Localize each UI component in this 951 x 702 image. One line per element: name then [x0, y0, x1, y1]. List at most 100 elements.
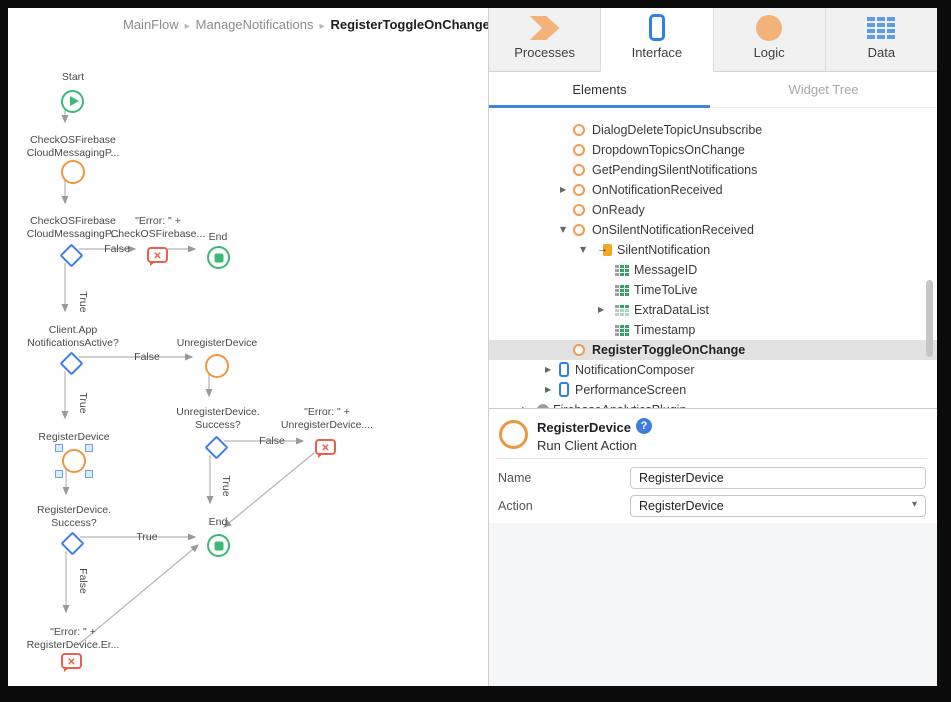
tree-item-messageid[interactable]: MessageID: [489, 260, 937, 280]
main-tabs: Processes Interface Logic Data: [489, 8, 937, 72]
edge-label-false: False: [77, 568, 89, 594]
tree-item-label: OnReady: [592, 203, 645, 217]
flow-node-end-2[interactable]: [207, 534, 230, 557]
name-field-label: Name: [498, 471, 532, 485]
plugin-icon: [537, 404, 549, 408]
chevron-down-icon: ▾: [911, 499, 917, 510]
breadcrumb-item-mainflow[interactable]: MainFlow: [123, 17, 179, 32]
stop-icon: [214, 541, 223, 550]
tab-processes[interactable]: Processes: [489, 8, 601, 72]
sub-tabs: Elements Widget Tree: [489, 72, 937, 108]
client-action-icon: [573, 224, 585, 236]
tree-item-label: DialogDeleteTopicUnsubscribe: [592, 123, 763, 137]
properties-divider: [497, 458, 927, 459]
flow-canvas: MainFlow▸ManageNotifications▸RegisterTog…: [8, 8, 490, 686]
tree-item-timetolive[interactable]: TimeToLive: [489, 280, 937, 300]
subtab-widget-tree[interactable]: Widget Tree: [788, 82, 859, 97]
client-action-icon: [573, 344, 585, 356]
panel-divider: [488, 8, 489, 686]
edge-label-true: True: [220, 475, 232, 497]
flow-node-label: "Error: " + UnregisterDevice....: [280, 406, 374, 431]
tab-data[interactable]: Data: [824, 8, 937, 72]
flow-node-start[interactable]: [61, 90, 84, 113]
tree-item-silentnotification[interactable]: ▼ → SilentNotification: [489, 240, 937, 260]
subtab-elements[interactable]: Elements: [572, 82, 627, 97]
flow-node-end-1[interactable]: [207, 246, 230, 269]
client-action-icon: [573, 184, 585, 196]
logic-circle-icon: [756, 15, 783, 41]
flow-node-checkosfirebase-action[interactable]: [61, 160, 85, 184]
client-action-icon: [499, 420, 528, 449]
edge-label-true: True: [136, 531, 158, 543]
breadcrumb: MainFlow▸ManageNotifications▸RegisterTog…: [123, 17, 490, 35]
window-frame: [937, 0, 951, 702]
breadcrumb-item-registertoggleonchange[interactable]: RegisterToggleOnChange: [330, 17, 490, 32]
tree-item-label: PerformanceScreen: [575, 383, 687, 397]
selection-handle[interactable]: [85, 470, 93, 478]
flow-node-label: End: [208, 516, 228, 528]
tree-item-performancescreen[interactable]: ▶ PerformanceScreen: [489, 380, 937, 400]
tree-item-onnotificationreceived[interactable]: ▶ OnNotificationReceived: [489, 180, 937, 200]
name-input[interactable]: [630, 467, 926, 489]
tree-item-timestamp[interactable]: Timestamp: [489, 320, 937, 340]
tree-item-label: GetPendingSilentNotifications: [592, 163, 758, 177]
client-action-icon: [573, 124, 585, 136]
tree-item-firebaseanalyticsplugin[interactable]: ▶ FirebaseAnalyticsPlugin: [489, 400, 937, 408]
tree-scrollbar-thumb[interactable]: [926, 280, 933, 357]
properties-empty-area: [489, 523, 937, 686]
x-icon: ✕: [67, 657, 76, 668]
tree-item-label: ExtraDataList: [634, 303, 710, 317]
tree-item-onsilentnotificationreceived[interactable]: ▼ OnSilentNotificationReceived: [489, 220, 937, 240]
selection-handle[interactable]: [55, 470, 63, 478]
properties-title: RegisterDevice: [537, 420, 631, 435]
expand-expanded-icon[interactable]: ▼: [580, 245, 587, 254]
help-icon[interactable]: ?: [636, 418, 652, 434]
breadcrumb-item-managenotifications[interactable]: ManageNotifications: [195, 17, 314, 32]
tree-item-onready[interactable]: OnReady: [489, 200, 937, 220]
tree-item-dropdowntopicsonchange[interactable]: DropdownTopicsOnChange: [489, 140, 937, 160]
flow-node-label: CheckOSFirebase CloudMessagingP...: [26, 215, 120, 240]
expand-collapsed-icon[interactable]: ▶: [598, 305, 605, 314]
tree-item-label: FirebaseAnalyticsPlugin: [553, 403, 686, 408]
flow-node-label: Start: [61, 71, 85, 83]
tree-item-notificationcomposer[interactable]: ▶ NotificationComposer: [489, 360, 937, 380]
flow-edges: [61, 105, 315, 646]
flow-node-label: UnregisterDevice: [176, 337, 258, 349]
flow-node-registerdevice-action[interactable]: [62, 449, 86, 473]
tree-item-registertoggleonchange[interactable]: RegisterToggleOnChange: [489, 340, 937, 360]
selection-handle[interactable]: [85, 444, 93, 452]
flow-node-label: "Error: " + RegisterDevice.Er...: [26, 626, 120, 651]
action-field-label: Action: [498, 499, 533, 513]
expand-collapsed-icon[interactable]: ▶: [560, 185, 567, 194]
tree-item-label: MessageID: [634, 263, 698, 277]
tree-item-dialogdeletetopicunsubscribe[interactable]: DialogDeleteTopicUnsubscribe: [489, 120, 937, 140]
elements-tree: DialogDeleteTopicUnsubscribe DropdownTop…: [489, 108, 937, 408]
client-action-icon: [573, 144, 585, 156]
expand-collapsed-icon[interactable]: ▶: [545, 385, 552, 394]
action-dropdown[interactable]: RegisterDevice ▾: [630, 495, 926, 517]
tab-logic[interactable]: Logic: [712, 8, 825, 72]
flow-node-unregisterdevice-action[interactable]: [205, 354, 229, 378]
flow-node-error-unregister[interactable]: ✕: [315, 439, 336, 458]
flow-node-error-register[interactable]: ✕: [61, 653, 82, 672]
window-frame: [0, 0, 8, 702]
tab-label: Interface: [631, 45, 683, 60]
tree-item-getpendingsilentnotifications[interactable]: GetPendingSilentNotifications: [489, 160, 937, 180]
expand-collapsed-icon[interactable]: ▶: [522, 405, 528, 408]
expand-collapsed-icon[interactable]: ▶: [545, 365, 552, 374]
flow-node-label: UnregisterDevice. Success?: [176, 406, 260, 431]
edge-label-true: True: [77, 291, 89, 313]
expand-expanded-icon[interactable]: ▼: [560, 225, 567, 234]
list-attribute-icon: [615, 305, 629, 316]
input-parameter-icon: →: [597, 243, 612, 257]
flow-node-label: RegisterDevice: [38, 431, 110, 443]
right-panel: Processes Interface Logic Data Elements …: [489, 8, 937, 686]
flow-node-error-checkos[interactable]: ✕: [147, 247, 168, 266]
selection-handle[interactable]: [55, 444, 63, 452]
tab-interface[interactable]: Interface: [600, 8, 713, 72]
flow-node-label: CheckOSFirebase CloudMessagingP...: [26, 134, 120, 159]
stop-icon: [214, 253, 223, 262]
screen-icon: [559, 382, 569, 397]
processes-icon: [529, 16, 560, 40]
tree-item-extradatalist[interactable]: ▶ ExtraDataList: [489, 300, 937, 320]
